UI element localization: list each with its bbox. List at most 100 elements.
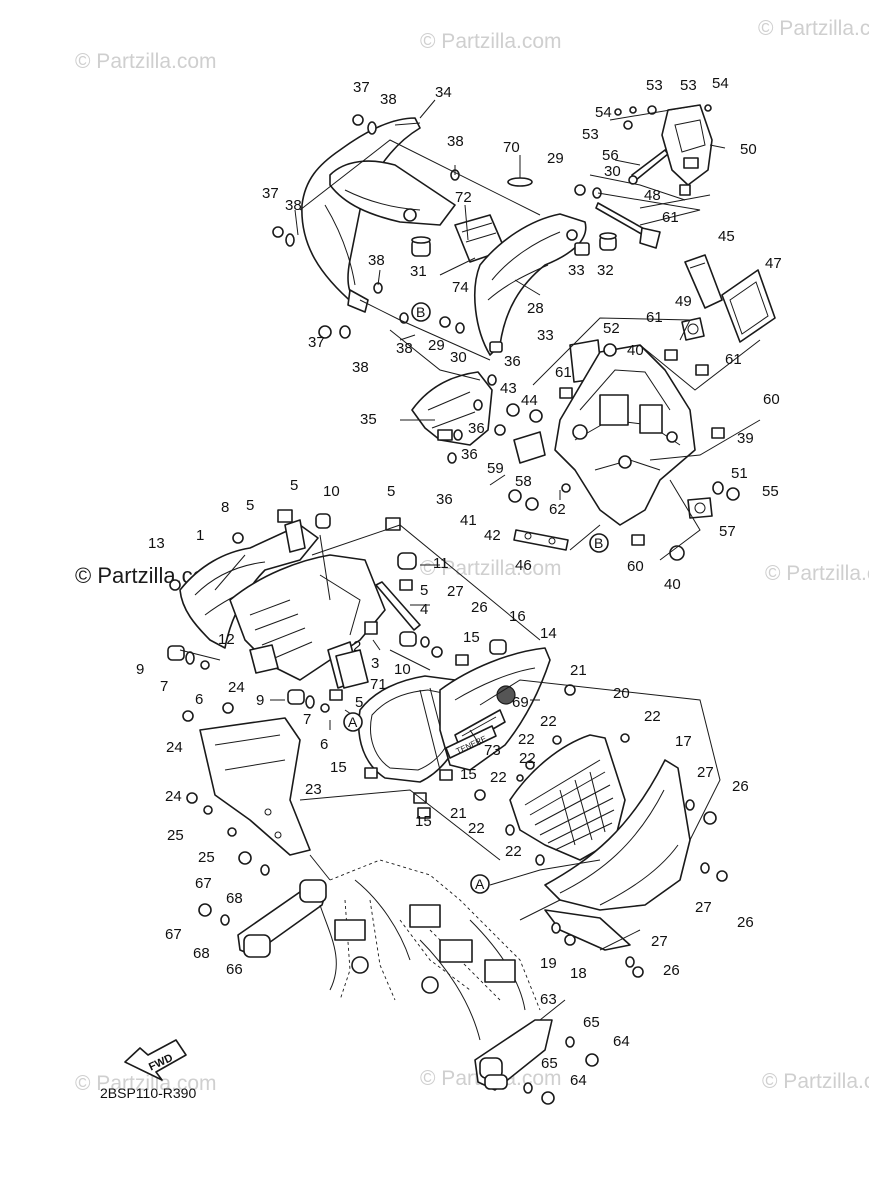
callout-label: 69 xyxy=(512,694,529,711)
callout-label: 27 xyxy=(447,583,464,600)
part-34-upper-cowl xyxy=(301,117,456,313)
part-4-rod xyxy=(375,581,421,631)
callout-label: 58 xyxy=(515,473,532,490)
callout-label: 23 xyxy=(305,781,322,798)
callout-label: 22 xyxy=(644,708,661,725)
callout-label: 49 xyxy=(675,293,692,310)
part-3-sticker xyxy=(335,649,369,689)
callout-label: 22 xyxy=(505,843,522,860)
callout-label: 19 xyxy=(540,955,557,972)
part-66-bracket xyxy=(237,879,327,958)
callout-label: 5 xyxy=(246,497,254,514)
callout-label: 53 xyxy=(646,77,663,94)
callout-label: 43 xyxy=(500,380,517,397)
callout-label: 4 xyxy=(420,601,428,618)
callout-label: 52 xyxy=(603,320,620,337)
callout-label: 6 xyxy=(195,691,203,708)
part-50-bracket xyxy=(661,104,713,196)
callout-label: 38 xyxy=(380,91,397,108)
callout-label: 10 xyxy=(394,661,411,678)
part-17-lower-cowl xyxy=(544,759,691,911)
callout-label: 7 xyxy=(303,711,311,728)
callout-label: 53 xyxy=(680,77,697,94)
callout-label: 22 xyxy=(468,820,485,837)
watermark: © Partzilla.com xyxy=(762,1070,869,1093)
callout-label: 46 xyxy=(515,557,532,574)
part-46-plate xyxy=(513,529,569,551)
watermark: © Partzilla.com xyxy=(75,50,217,73)
part-57-clamp xyxy=(687,497,713,519)
callout-label: 33 xyxy=(568,262,585,279)
watermarks: © Partzilla.com © Partzilla.com © Partzi… xyxy=(75,17,869,1095)
callout-label: 65 xyxy=(541,1055,558,1072)
callout-label: 2 xyxy=(353,638,361,655)
callout-label: 24 xyxy=(228,679,245,696)
diagram-ref-code: 2BSP110-R390 xyxy=(100,1085,196,1101)
callout-label: 13 xyxy=(148,535,165,552)
callout-label: 17 xyxy=(675,733,692,750)
part-45-bracket xyxy=(684,254,723,309)
callout-label: 72 xyxy=(455,189,472,206)
callout-label: 16 xyxy=(509,608,526,625)
callout-label: 57 xyxy=(719,523,736,540)
callout-label: 27 xyxy=(651,933,668,950)
callout-label: 26 xyxy=(663,962,680,979)
part-49-clip xyxy=(681,317,705,341)
callout-label: 11 xyxy=(433,555,449,572)
watermark: © Partzilla.com xyxy=(420,30,562,53)
callout-label: 74 xyxy=(452,279,469,296)
callout-label: 28 xyxy=(527,300,544,317)
leader-lines xyxy=(179,99,761,1021)
callout-label: 45 xyxy=(718,228,735,245)
callout-label: 22 xyxy=(490,769,507,786)
callout-label: 3 xyxy=(371,655,379,672)
callout-label: 38 xyxy=(447,133,464,150)
part-71-duct xyxy=(357,675,466,783)
callout-label: 64 xyxy=(613,1033,630,1050)
callout-label: 37 xyxy=(353,79,370,96)
callout-label: 37 xyxy=(308,334,325,351)
ref-marks: B B A A xyxy=(343,302,609,894)
callout-label: 30 xyxy=(450,349,467,366)
callout-label: 71 xyxy=(370,676,387,693)
callout-label: 9 xyxy=(256,692,264,709)
frame-outline xyxy=(319,859,541,1041)
part-63-bracket xyxy=(474,1019,553,1091)
callout-label: 25 xyxy=(198,849,215,866)
callout-label: 38 xyxy=(352,359,369,376)
callout-label: 35 xyxy=(360,411,377,428)
callout-label: 29 xyxy=(428,337,445,354)
callout-label: 20 xyxy=(613,685,630,702)
callout-label: 24 xyxy=(165,788,182,805)
watermark: © Partzilla.com xyxy=(758,17,869,40)
callout-label: 21 xyxy=(570,662,587,679)
callout-label: 15 xyxy=(463,629,480,646)
callout-label: 67 xyxy=(195,875,212,892)
callout-label: 5 xyxy=(420,582,428,599)
callout-label: 22 xyxy=(540,713,557,730)
callout-label: 54 xyxy=(595,104,612,121)
callout-label: 61 xyxy=(646,309,663,326)
callout-label: 6 xyxy=(320,736,328,753)
callout-label: 12 xyxy=(218,631,235,648)
callout-label: 14 xyxy=(540,625,557,642)
callout-label: 21 xyxy=(450,805,467,822)
callout-label: 8 xyxy=(221,499,229,516)
callout-label: 68 xyxy=(226,890,243,907)
part-47-pad xyxy=(721,269,776,343)
callout-numbers: 37 38 34 38 70 29 30 37 38 72 38 31 74 3… xyxy=(136,75,782,1089)
callout-label: 25 xyxy=(167,827,184,844)
callout-label: 73 xyxy=(484,742,501,759)
callout-label: 44 xyxy=(521,392,538,409)
callout-label: 34 xyxy=(435,84,452,101)
callout-label: 26 xyxy=(732,778,749,795)
callout-label: 65 xyxy=(583,1014,600,1031)
part-35-lower-panel xyxy=(411,371,493,446)
callout-label: 40 xyxy=(664,576,681,593)
callout-label: 60 xyxy=(627,558,644,575)
watermark: © Partzilla.com xyxy=(765,562,869,585)
callout-label: 27 xyxy=(697,764,714,781)
callout-label: 59 xyxy=(487,460,504,477)
callout-label: 41 xyxy=(460,512,477,529)
